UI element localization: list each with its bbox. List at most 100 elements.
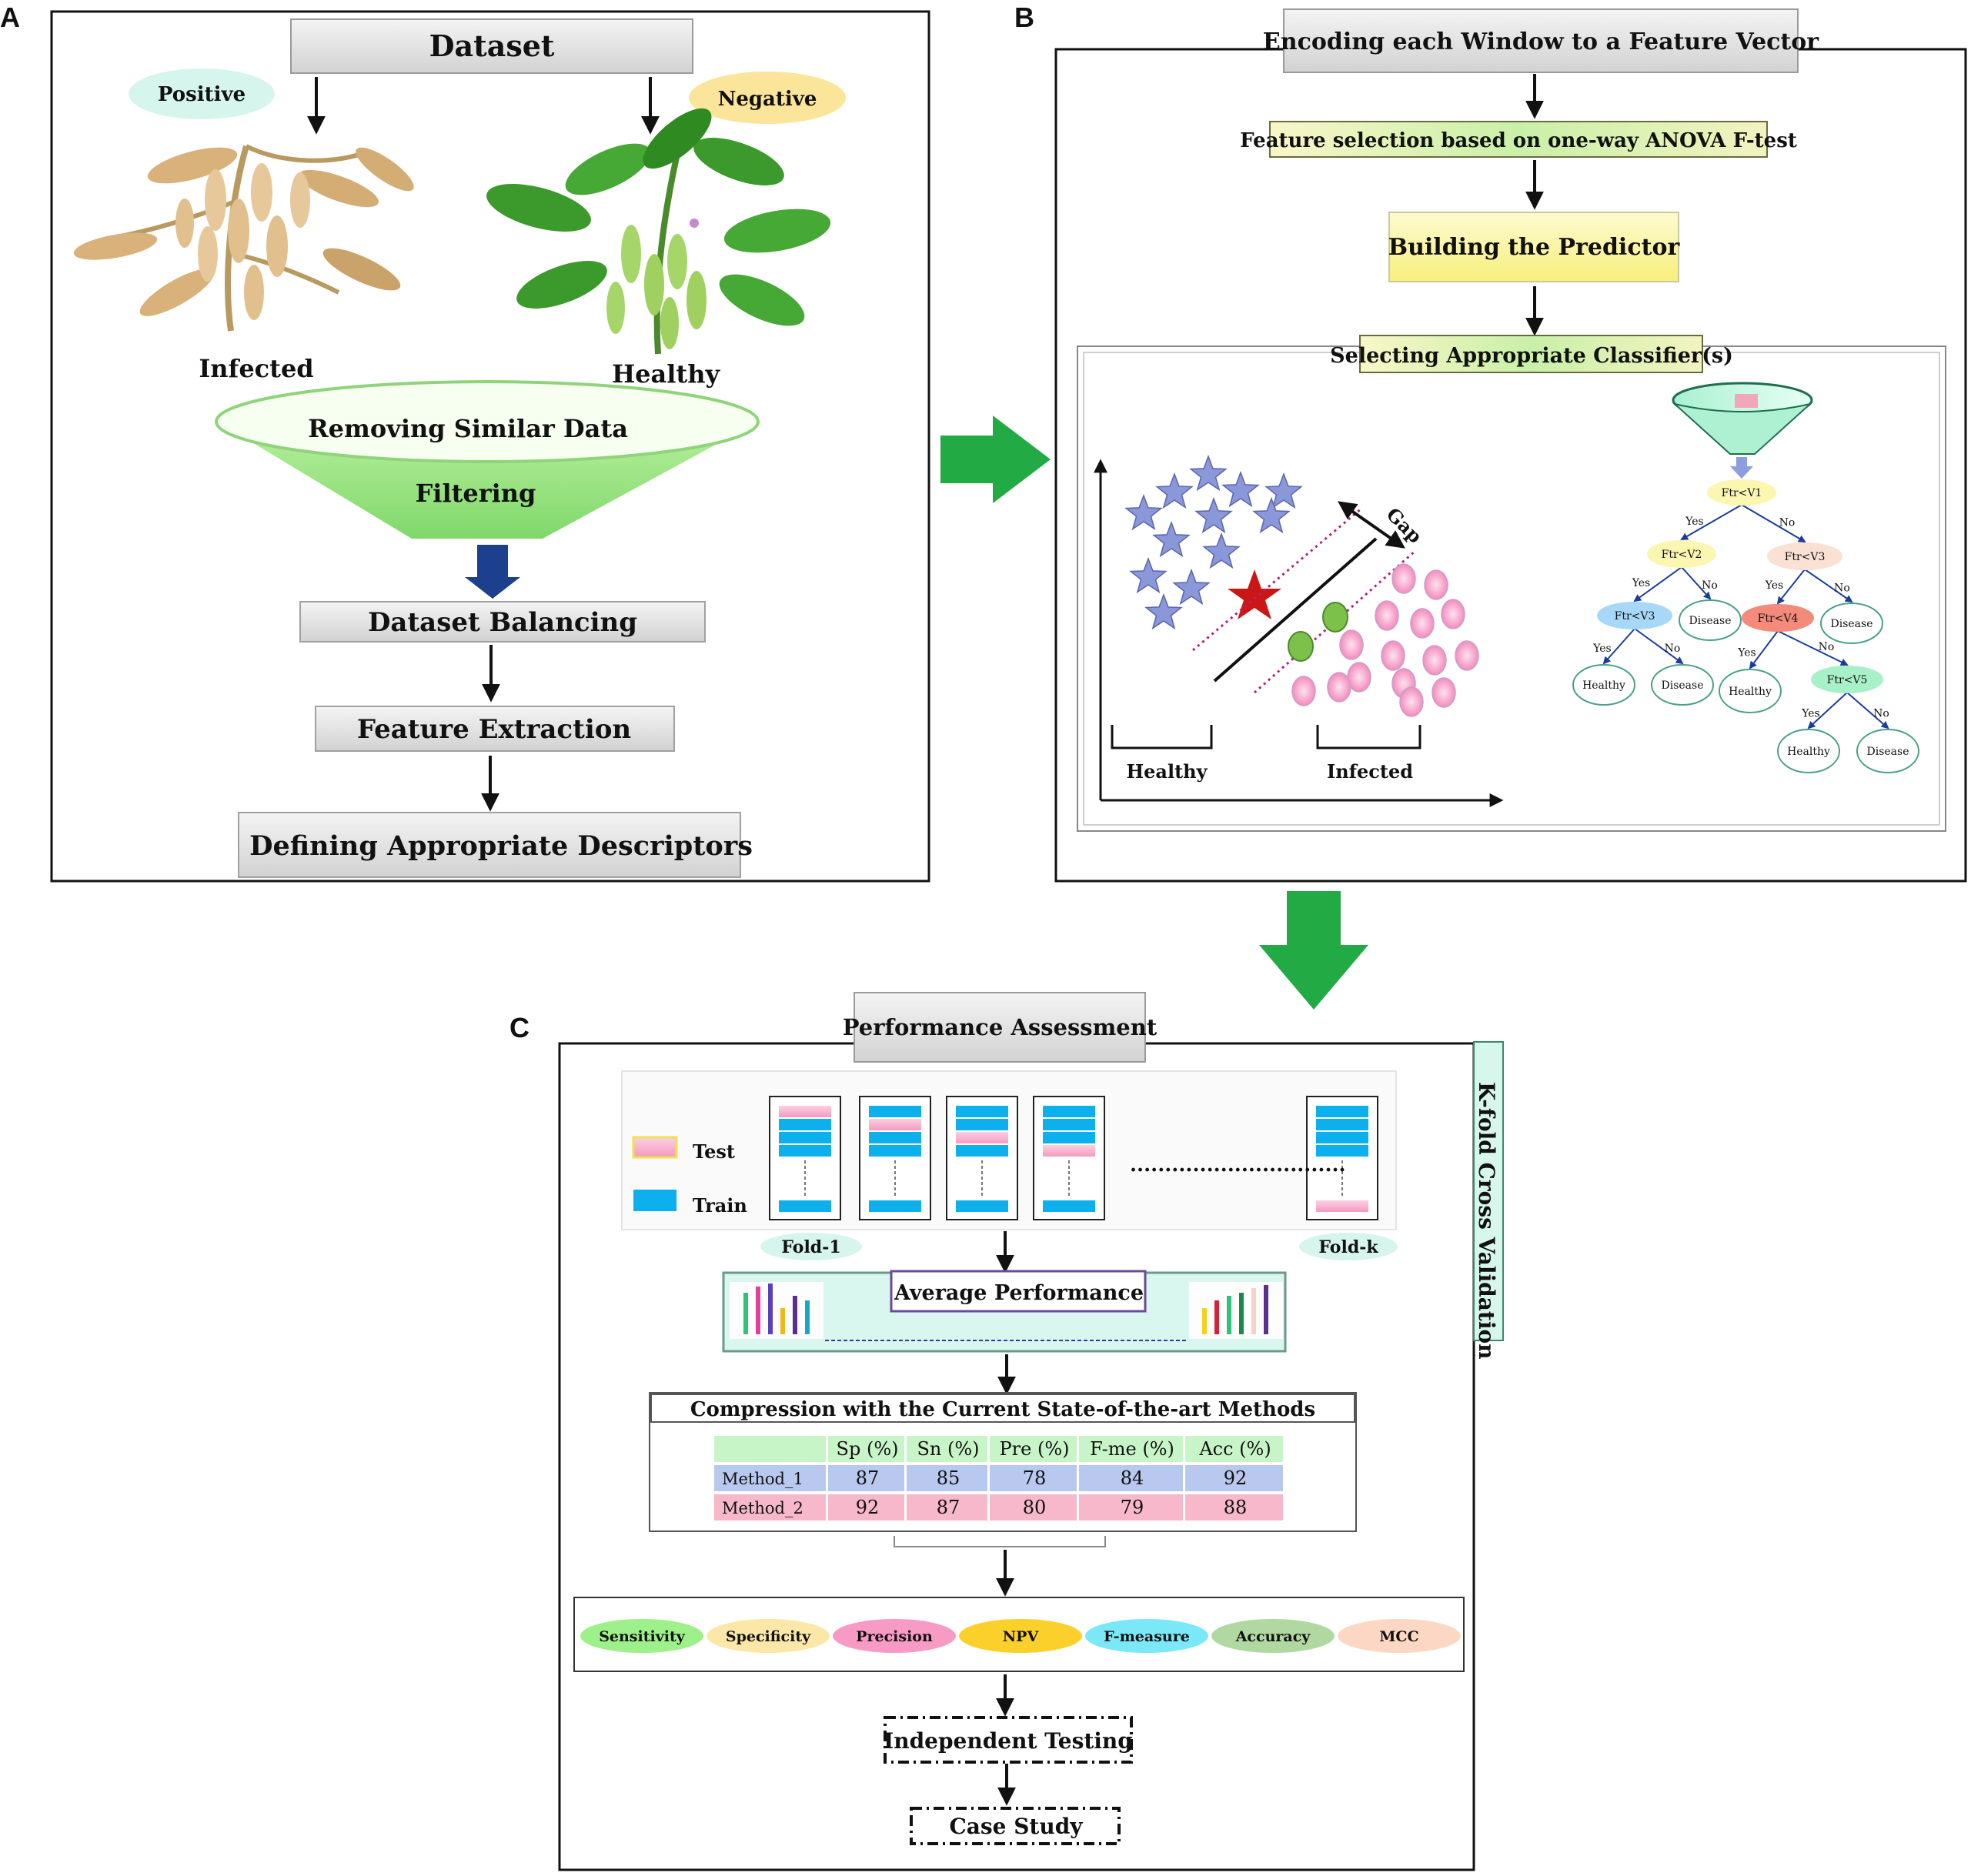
tree-node: [1679, 599, 1742, 641]
tree-edge: [1777, 630, 1849, 666]
mini-bar: [793, 1296, 797, 1334]
infected-plant-image: [73, 144, 414, 332]
selecting-box: [1359, 335, 1703, 373]
building-label: Building the Predictor: [1388, 234, 1681, 261]
tree-node: [1767, 542, 1842, 570]
mini-bar: [1214, 1300, 1219, 1334]
train-block: [869, 1200, 921, 1212]
train-block: [869, 1132, 921, 1143]
filtering-label: Filtering: [416, 479, 536, 508]
positive-badge: [129, 68, 275, 119]
descriptors-label: Defining Appropriate Descriptors: [249, 830, 753, 862]
funnel-rim: [215, 380, 760, 463]
dot-point: [1291, 676, 1316, 706]
tree-edge-label: Yes: [1632, 577, 1651, 589]
panel-letter-a: A: [0, 2, 20, 33]
dot-point: [1410, 608, 1435, 639]
selecting-label: Selecting Appropriate Classifier(s): [1330, 344, 1733, 368]
tree-edge-label: Yes: [1685, 516, 1704, 528]
healthy-class-label: Healthy: [1126, 760, 1208, 783]
average-label: Average Performance: [894, 1281, 1144, 1305]
table-cell: [1079, 1465, 1183, 1491]
table-cell: [714, 1436, 826, 1462]
tree-node-label: Ftr<V2: [1662, 549, 1702, 561]
metric-pill: [707, 1619, 830, 1653]
table-cell: [1079, 1436, 1183, 1462]
green-support-vector: [1288, 631, 1314, 662]
star-point: [1221, 470, 1260, 508]
metric-pill: [959, 1619, 1082, 1653]
tree-edge: [1634, 628, 1684, 665]
star-point: [1194, 496, 1233, 534]
performance-label: Performance Assessment: [843, 1014, 1158, 1040]
building-box: [1388, 212, 1679, 282]
table-brace: [894, 1536, 1106, 1547]
mini-bar: [805, 1300, 810, 1334]
table-header: Acc (%): [1198, 1438, 1271, 1460]
legend-test-swatch: [632, 1136, 678, 1159]
star-point: [1144, 593, 1183, 630]
table-cell: [714, 1494, 826, 1520]
train-block: [779, 1119, 831, 1130]
table-header: Sp (%): [837, 1438, 899, 1460]
metric-label: Sensitivity: [599, 1628, 686, 1645]
table-cell: [828, 1465, 904, 1491]
positive-label: Positive: [158, 83, 246, 106]
star-cluster: [1124, 454, 1303, 630]
tree-node-label: Ftr<V1: [1722, 487, 1762, 499]
average-box: [890, 1270, 1147, 1313]
table-value: 88: [1224, 1497, 1248, 1518]
dot-point: [1424, 569, 1448, 600]
svm-margin-lower: [1254, 549, 1417, 694]
table-cell: [907, 1465, 987, 1491]
compression-label: Compression with the Current State-of-th…: [690, 1398, 1315, 1421]
train-block: [779, 1132, 831, 1143]
gap-arrow: [1338, 501, 1405, 549]
dot-point: [1455, 640, 1479, 671]
star-point: [1252, 496, 1291, 534]
tree-edge-label: Yes: [1801, 708, 1820, 720]
tree-edge: [1741, 504, 1806, 543]
tree-edge-label: No: [1819, 641, 1835, 653]
fold1-badge: [760, 1233, 862, 1260]
tree-node-label: Ftr<V4: [1758, 613, 1799, 625]
star-point: [1264, 472, 1303, 509]
arrow-b-to-c: [1259, 891, 1368, 1010]
table-cell: [714, 1465, 826, 1491]
table-cell: [990, 1436, 1077, 1462]
panel-letter-c: C: [509, 1012, 529, 1043]
table-cell: [1185, 1436, 1283, 1462]
test-block: [869, 1119, 921, 1130]
train-block: [869, 1145, 921, 1157]
train-block: [956, 1200, 1008, 1212]
panel-a-frame: [50, 10, 930, 883]
mini-bar: [1251, 1288, 1256, 1334]
metric-pill: [833, 1619, 956, 1653]
tree-node-label: Ftr<V3: [1615, 610, 1655, 623]
dot-point: [1381, 640, 1405, 671]
train-block: [1043, 1200, 1095, 1212]
infected-label: Infected: [199, 354, 313, 383]
infected-bracket: [1316, 725, 1421, 749]
train-block: [1043, 1132, 1095, 1143]
tree-input-arrow: [1730, 457, 1753, 479]
metric-label: Specificity: [726, 1628, 811, 1645]
tree-edge: [1633, 566, 1682, 603]
tree-node-label: Healthy: [1787, 746, 1830, 758]
tree-edge-label: Yes: [1737, 647, 1756, 659]
table-value: 79: [1121, 1497, 1144, 1518]
tree-edge-label: No: [1873, 708, 1889, 720]
kfold-tab: [1473, 1041, 1504, 1341]
metric-pill: [580, 1619, 703, 1653]
metric-pill: [1085, 1619, 1208, 1653]
tree-funnel-sample: [1735, 394, 1758, 408]
mini-bar: [1202, 1308, 1207, 1334]
encoding-box: [1283, 8, 1799, 73]
tree-edge: [1804, 569, 1853, 603]
funnel-down-arrow: [465, 545, 520, 599]
foldk-badge: [1299, 1233, 1398, 1260]
tree-node: [1742, 604, 1814, 632]
tree-edge: [1681, 566, 1712, 600]
